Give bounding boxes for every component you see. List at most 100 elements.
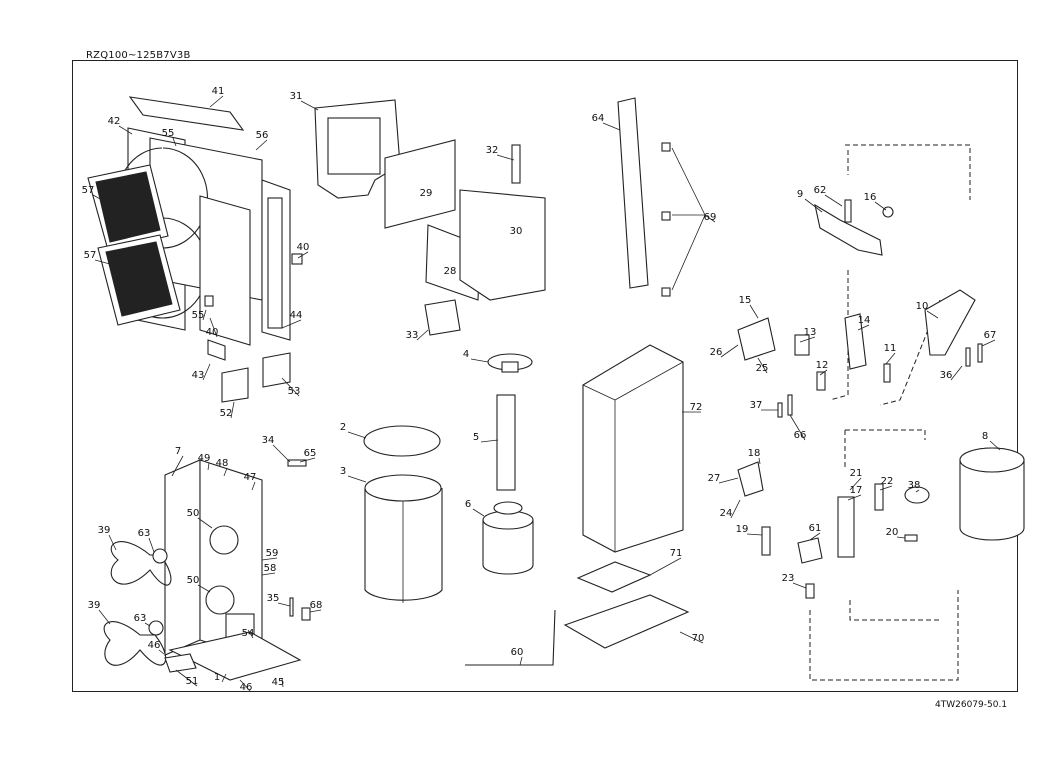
coil-61 — [797, 537, 823, 564]
bush-4-body — [501, 361, 519, 373]
callout-36: 36 — [940, 365, 963, 381]
part-number: 58 — [264, 563, 277, 574]
part-number: 63 — [138, 528, 151, 539]
leader-line — [281, 677, 284, 688]
valve-block-26 — [737, 317, 776, 361]
part-number: 32 — [486, 145, 499, 156]
middle-group — [363, 344, 684, 603]
part-number: 52 — [220, 408, 233, 419]
valve-block-27 — [737, 461, 764, 497]
insulation-3 — [364, 488, 443, 601]
part-number: 65 — [304, 448, 317, 459]
leader-line — [792, 582, 807, 589]
callout-29: 29 — [420, 188, 433, 199]
callout-17: 17 — [847, 485, 862, 501]
clip-35 — [289, 597, 294, 617]
callout-1: 1 — [214, 672, 227, 683]
callout-58: 58 — [261, 563, 277, 576]
part-number: 14 — [858, 315, 871, 326]
callout-57: 57 — [84, 250, 111, 265]
callout-48: 48 — [216, 458, 229, 477]
callout-22: 22 — [879, 476, 893, 491]
model-label: RZQ100~125B7V3B — [86, 50, 191, 61]
callout-3: 3 — [340, 466, 367, 483]
part-number: 20 — [886, 527, 899, 538]
leader-line — [649, 557, 682, 576]
part-number: 12 — [816, 360, 829, 371]
callout-33: 33 — [406, 329, 429, 341]
callout-59: 59 — [261, 548, 279, 561]
cup-6 — [482, 520, 534, 575]
leader-line — [885, 352, 896, 365]
side-panel — [199, 195, 251, 346]
leader-line — [255, 139, 268, 151]
leader-line — [297, 251, 309, 259]
callout-46: 46 — [239, 679, 252, 693]
part-number: 15 — [739, 295, 752, 306]
leader-line — [94, 259, 111, 265]
part-number: 19 — [736, 524, 749, 535]
part-number: 51 — [186, 676, 199, 687]
motor-63b — [148, 620, 164, 636]
callout-69: 69 — [704, 212, 717, 223]
leader-line — [309, 609, 322, 613]
callout-39: 39 — [88, 600, 111, 625]
leader-line — [926, 310, 939, 319]
insulation-3-top — [364, 474, 442, 502]
part-number: 48 — [216, 458, 229, 469]
part-number: 39 — [88, 600, 101, 611]
callout-50: 50 — [187, 575, 211, 593]
callout-72: 72 — [682, 402, 702, 413]
clip-68 — [301, 607, 311, 621]
leader-line — [981, 339, 996, 347]
callout-34: 34 — [262, 435, 291, 463]
part-number: 57 — [84, 250, 97, 261]
callout-18: 18 — [748, 448, 761, 465]
clip-66 — [787, 394, 793, 416]
part-number: 16 — [864, 192, 877, 203]
part-number: 37 — [750, 400, 763, 411]
clip-69a — [661, 142, 671, 152]
cover-window — [327, 117, 381, 175]
part-number: 24 — [720, 508, 733, 519]
callout-57: 57 — [82, 185, 103, 201]
leader-line — [602, 122, 621, 131]
part-number: 31 — [290, 91, 303, 102]
callout-30: 30 — [510, 226, 523, 237]
part-number: 59 — [266, 548, 279, 559]
part-number: 63 — [134, 613, 147, 624]
fan-grille-lower-mesh — [105, 241, 173, 317]
leader-line — [704, 214, 716, 223]
part-number: 30 — [510, 226, 523, 237]
callout-23: 23 — [782, 573, 807, 589]
leader-line — [849, 477, 862, 491]
leader-line — [857, 324, 870, 331]
part-number: 9 — [797, 189, 803, 200]
leader-line — [789, 414, 806, 441]
receiver-10 — [924, 289, 976, 356]
callout-6: 6 — [465, 499, 485, 517]
part-number: 70 — [692, 633, 705, 644]
bracket-53 — [262, 352, 291, 388]
sensor-23 — [805, 583, 815, 599]
part-number: 13 — [804, 327, 817, 338]
part-number: 21 — [850, 468, 863, 479]
coil-38 — [904, 486, 930, 504]
leader-line — [239, 679, 252, 693]
leader-line — [950, 365, 963, 381]
clip-69b — [661, 211, 671, 221]
base-plate — [168, 631, 302, 681]
part-number: 43 — [192, 370, 205, 381]
stand-43 — [207, 339, 226, 361]
rear-slot — [267, 197, 283, 329]
callout-15: 15 — [739, 295, 759, 319]
part-number: 6 — [465, 499, 471, 510]
leader-line — [171, 455, 184, 477]
callout-41: 41 — [209, 86, 224, 108]
callout-52: 52 — [220, 401, 235, 419]
callout-63: 63 — [134, 613, 151, 627]
leader-line — [207, 462, 210, 471]
part-number: 50 — [187, 575, 200, 586]
